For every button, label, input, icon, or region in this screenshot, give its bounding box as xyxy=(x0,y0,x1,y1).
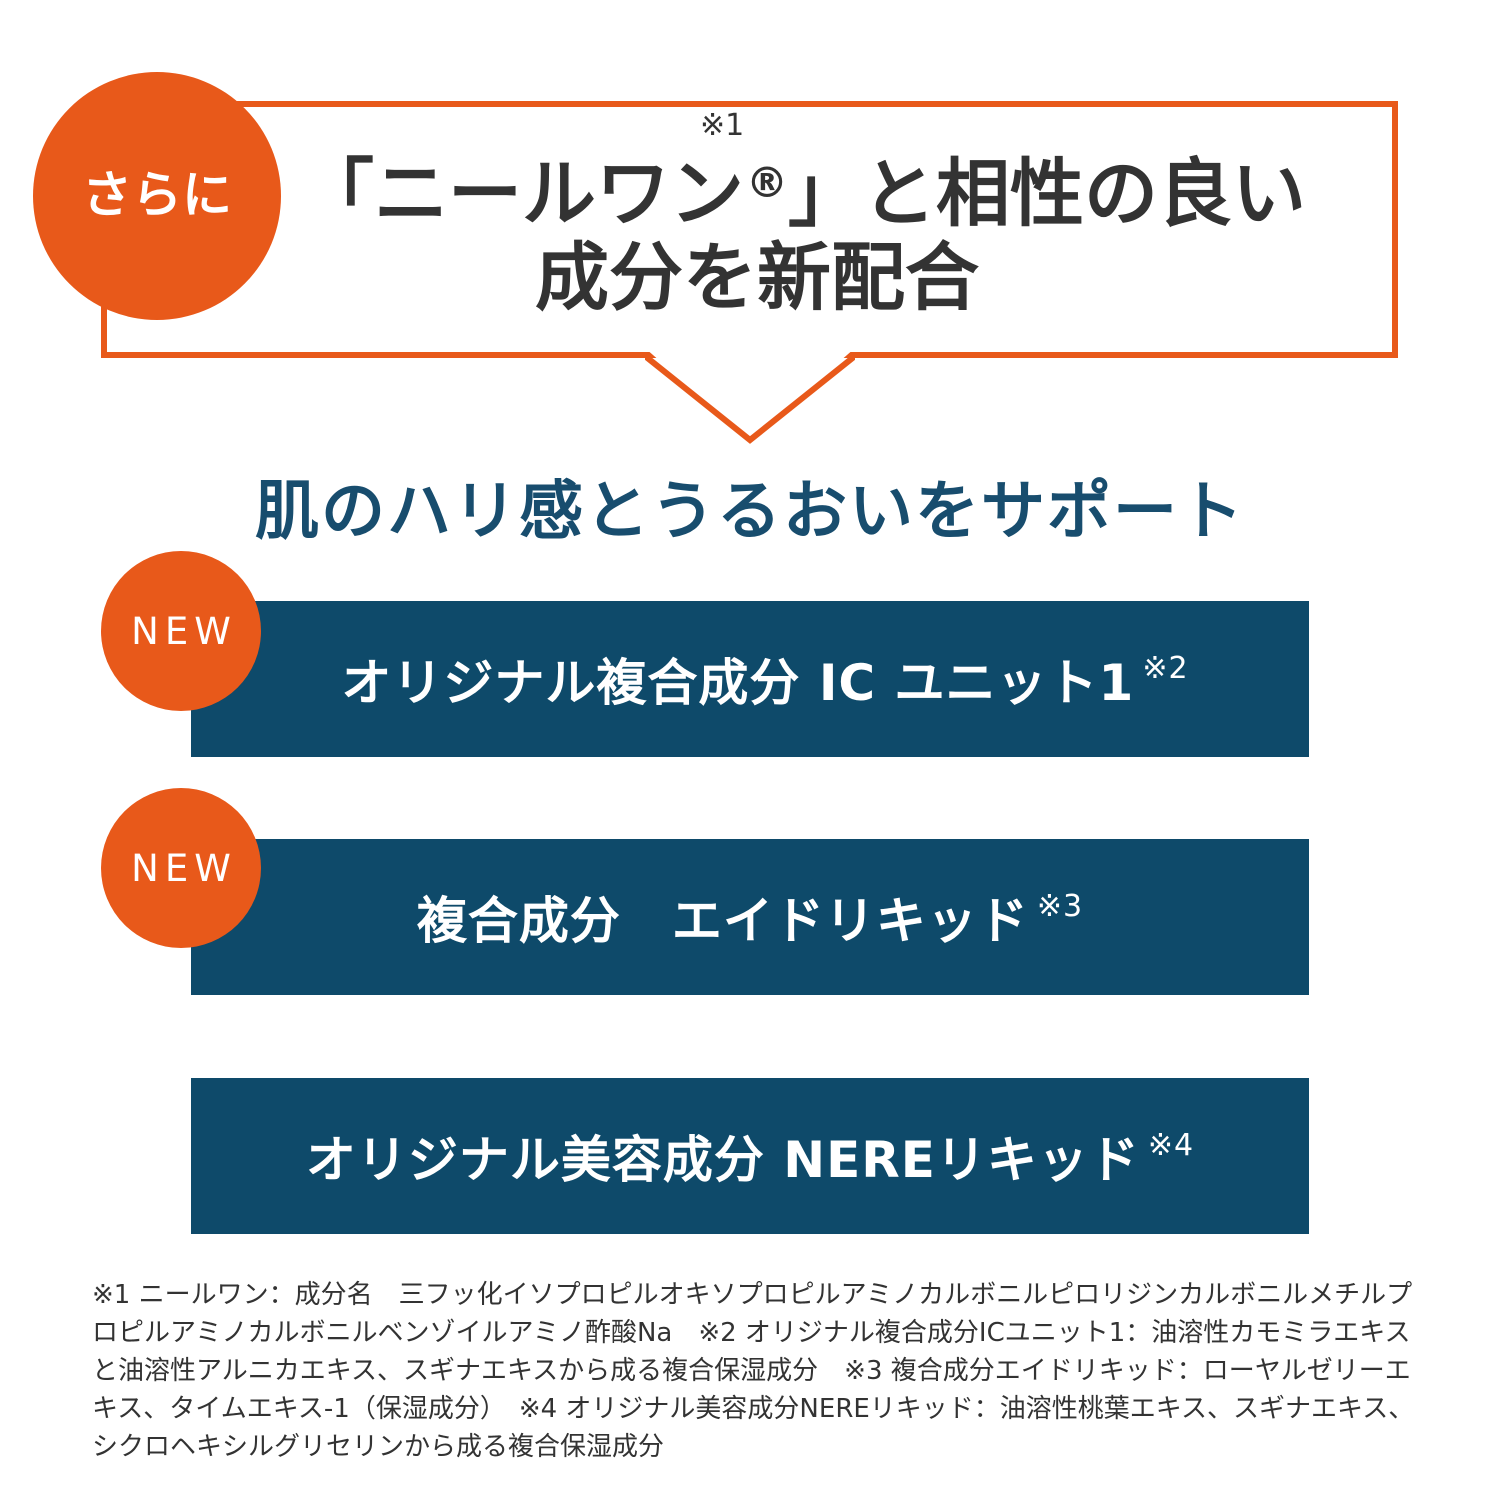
ingredient-note: ※2 xyxy=(1142,651,1189,686)
ingredient-name: オリジナル美容成分 NEREリキッド※4 xyxy=(305,1128,1195,1189)
ingredient-name: オリジナル複合成分 IC ユニット1※2 xyxy=(341,651,1189,712)
speech-bubble xyxy=(101,101,1398,358)
ingredient-bar-aid-liquid: 複合成分 エイドリキッド※3 xyxy=(191,839,1309,995)
ingredient-name: 複合成分 エイドリキッド※3 xyxy=(416,889,1084,950)
new-badge: NEW xyxy=(101,788,261,948)
headline-part-b: 」と相性の良い xyxy=(788,151,1306,237)
badge-sarani: さらに xyxy=(33,72,281,320)
footnotes: ※1 ニールワン：成分名 三フッ化イソプロピルオキソプロピルアミノカルボニルピロ… xyxy=(92,1280,1415,1462)
badge-sarani-label: さらに xyxy=(82,166,232,224)
headline-part-a: 「ニールワン xyxy=(300,151,744,237)
new-badge: NEW xyxy=(101,551,261,711)
registered-mark: ® xyxy=(746,158,788,207)
headline-note-1: ※1 xyxy=(700,108,745,143)
ingredient-bar-nere-liquid: オリジナル美容成分 NEREリキッド※4 xyxy=(191,1078,1309,1234)
headline: 「ニールワン®」と相性の良い xyxy=(300,138,1390,239)
subheadline: 肌のハリ感とうるおいをサポート xyxy=(255,475,1245,549)
new-badge-label: NEW xyxy=(131,609,237,653)
ingredient-bar-ic-unit: オリジナル複合成分 IC ユニット1※2 xyxy=(191,601,1309,757)
speech-bubble-tail xyxy=(645,348,855,444)
ingredient-note: ※4 xyxy=(1147,1128,1195,1163)
ingredient-note: ※3 xyxy=(1036,889,1084,924)
new-badge-label: NEW xyxy=(131,846,237,890)
headline-line-2: 成分を新配合 xyxy=(535,235,979,321)
